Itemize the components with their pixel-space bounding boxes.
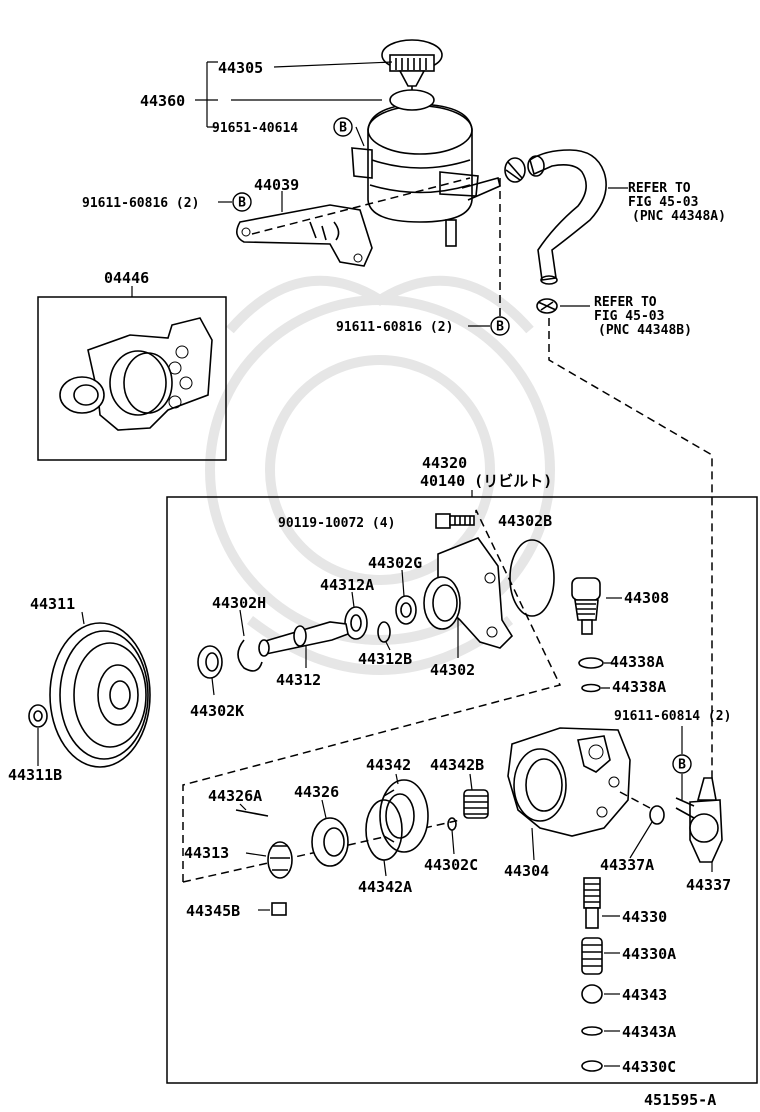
label-44311b: 44311B [8, 766, 62, 784]
label-44311: 44311 [30, 595, 75, 613]
reservoir-tank [351, 89, 501, 247]
label-91611-60816-b: 91611-60816 (2) [336, 320, 453, 335]
circle-b-marker [333, 117, 353, 137]
rear-housing-44302 [423, 537, 514, 649]
label-44360: 44360 [140, 92, 185, 110]
label-04446: 04446 [104, 269, 149, 287]
label-44326: 44326 [294, 783, 339, 801]
o-ring-44302c [447, 817, 457, 831]
label-refer-2-line2: FIG 45-03 [594, 309, 664, 324]
oil-seal-44302k [197, 645, 223, 679]
label-91611-60816-a: 91611-60816 (2) [82, 196, 199, 211]
label-91651-40614: 91651-40614 [212, 121, 298, 136]
key-44345b [271, 902, 287, 916]
label-44342b: 44342B [430, 756, 484, 774]
label-44320: 44320 [422, 454, 467, 472]
label-refer-1-line2: FIG 45-03 [628, 195, 698, 210]
label-44302h: 44302H [212, 594, 266, 612]
label-44305: 44305 [218, 59, 263, 77]
label-refer-1-line1: REFER TO [628, 181, 691, 196]
reservoir-cap [381, 39, 443, 98]
label-44337: 44337 [686, 876, 731, 894]
label-44337a: 44337A [600, 856, 654, 874]
circle-b-marker [490, 316, 510, 336]
label-91611-60814: 91611-60814 (2) [614, 709, 731, 724]
label-44338a-2: 44338A [612, 678, 666, 696]
front-housing-44304 [507, 727, 631, 837]
circle-b-marker [232, 192, 252, 212]
label-refer-2-line3: (PNC 44348B) [598, 323, 692, 338]
bearing-44302g [395, 595, 417, 625]
label-44039: 44039 [254, 176, 299, 194]
pin-44326a [235, 809, 269, 817]
circle-b-label: B [339, 121, 347, 136]
label-refer-2-line1: REFER TO [594, 295, 657, 310]
label-44312: 44312 [276, 671, 321, 689]
union-44308 [571, 577, 601, 635]
label-44302b: 44302B [498, 512, 552, 530]
union-44337 [675, 777, 723, 863]
label-44330a: 44330A [622, 945, 676, 963]
reservoir-bracket [236, 204, 373, 267]
hose-clamp [504, 157, 526, 183]
label-44312a: 44312A [320, 576, 374, 594]
pump-assembly-box [166, 496, 758, 1084]
label-44313: 44313 [184, 844, 229, 862]
label-44326a: 44326A [208, 787, 262, 805]
snap-ring-44302h [237, 639, 263, 672]
label-44312b: 44312B [358, 650, 412, 668]
label-refer-1-line3: (PNC 44348A) [632, 209, 726, 224]
label-40140: 40140 (リビルト) [420, 472, 552, 490]
label-44343a: 44343A [622, 1023, 676, 1041]
cam-ring-44342 [379, 779, 429, 853]
label-44302c: 44302C [424, 856, 478, 874]
label-90119-10072: 90119-10072 (4) [278, 516, 395, 531]
label-44342: 44342 [366, 756, 411, 774]
circle-b-marker [672, 754, 692, 774]
label-44342a: 44342A [358, 878, 412, 896]
o-ring-44338a-small [581, 683, 601, 693]
spring-44342b [463, 789, 489, 819]
hose-clamp-lower [536, 298, 558, 314]
rotor-44326 [311, 817, 349, 867]
label-44302: 44302 [430, 661, 475, 679]
o-ring-44302b [509, 539, 555, 617]
circle-b-label: B [496, 320, 504, 335]
label-44338a-1: 44338A [610, 653, 664, 671]
shaft-44312 [258, 621, 349, 657]
label-44330c: 44330C [622, 1058, 676, 1076]
nut-44311b [28, 704, 48, 728]
ring-44330c [581, 1060, 603, 1072]
label-44304: 44304 [504, 862, 549, 880]
label-44345b: 44345B [186, 902, 240, 920]
pulley-44311 [49, 622, 151, 768]
spring-44330a [581, 937, 603, 975]
figure-id: 451595-A [644, 1091, 716, 1109]
label-44302g: 44302G [368, 554, 422, 572]
vane-44313 [267, 841, 293, 879]
plug-44343 [581, 984, 603, 1004]
label-44343: 44343 [622, 986, 667, 1004]
gasket-kit-parts [59, 317, 213, 431]
circle-b-label: B [238, 196, 246, 211]
o-ring-44337a [649, 805, 665, 825]
flow-valve-44330 [583, 877, 601, 929]
circle-b-label: B [678, 758, 686, 773]
o-ring-44343a [581, 1026, 603, 1036]
label-44302k: 44302K [190, 702, 244, 720]
snap-ring-44312b [377, 621, 391, 643]
bearing-44312a [344, 606, 368, 640]
bolt-90119 [435, 513, 475, 529]
label-44308: 44308 [624, 589, 669, 607]
o-ring-44338a [578, 657, 604, 669]
return-hose [527, 149, 607, 285]
label-44330: 44330 [622, 908, 667, 926]
